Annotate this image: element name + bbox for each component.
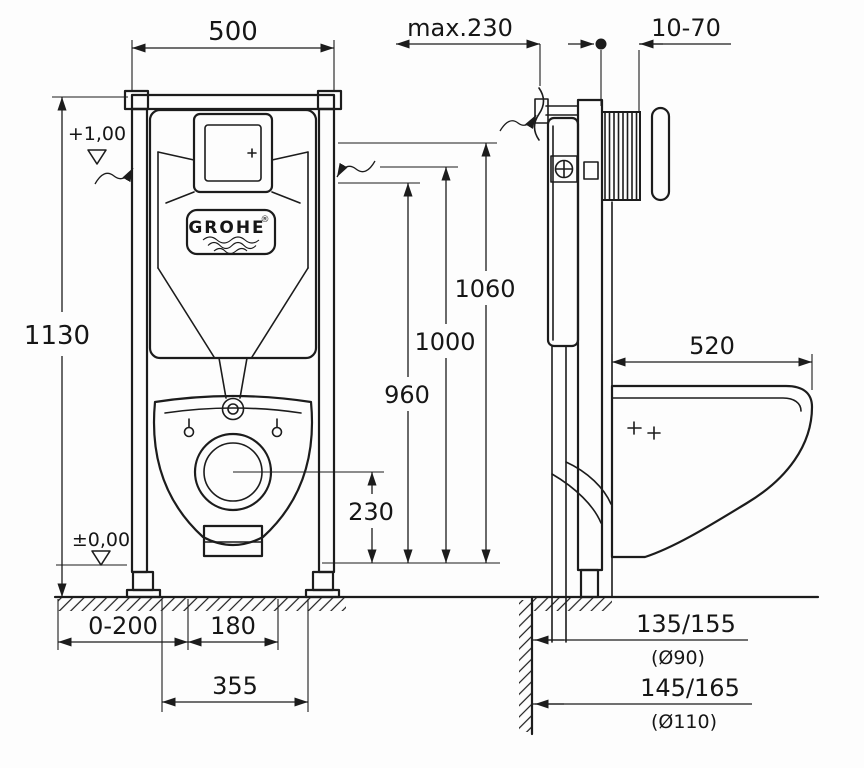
dim-width-500: 500 xyxy=(131,17,335,90)
dim-height-1130: 1130 xyxy=(24,96,128,597)
dim-feet-label: 0-200 xyxy=(88,612,158,640)
level-triangle-icon xyxy=(91,550,111,566)
level-plus-100: +1,00 xyxy=(68,123,134,185)
brand-name: GROHE xyxy=(188,218,265,238)
frame-side-profile xyxy=(534,98,604,599)
dim-1060: 1060 xyxy=(338,142,516,563)
dim-outlet-110: 145/165 (Ø110) xyxy=(532,674,752,733)
dim-outlet-90-diameter: (Ø90) xyxy=(651,647,705,669)
dim-outlet-90-label: 135/155 xyxy=(636,610,736,638)
drain-connector xyxy=(202,524,264,558)
wall-hatch-icon xyxy=(519,600,532,732)
wall-section-below-floor xyxy=(519,595,534,736)
dim-1060-label: 1060 xyxy=(454,275,515,303)
grohe-logo: GROHE ® xyxy=(185,208,277,256)
actuator-capsule xyxy=(650,106,671,202)
dim-bolts-180: 180 xyxy=(188,599,279,650)
dim-height-label: 1130 xyxy=(24,321,90,351)
flush-plate xyxy=(192,112,274,194)
side-view: max.230 10-70 520 135/155 (Ø90) xyxy=(396,14,814,736)
dim-bolts-label: 180 xyxy=(210,612,256,640)
mounting-bolt-right xyxy=(271,426,283,438)
level-zero-label: ±0,00 xyxy=(72,529,130,551)
wall-bracket xyxy=(534,98,549,124)
flush-and-drain-pipes xyxy=(551,345,612,643)
mounting-bolt-left xyxy=(183,426,195,438)
bowl-side-profile xyxy=(610,384,814,559)
dim-wall-finish: 10-70 xyxy=(568,14,731,112)
dim-max-depth-label: max.230 xyxy=(407,14,513,42)
level-triangle-icon xyxy=(87,149,107,165)
wall-break-arrow-icon xyxy=(499,114,537,132)
dim-rails-355: 355 xyxy=(161,599,309,712)
dim-960: 960 xyxy=(338,182,430,563)
dim-outlet-90: 135/155 (Ø90) xyxy=(532,610,748,669)
wall-break-arrow-left-icon xyxy=(94,167,134,185)
dim-bowl-520: 520 xyxy=(611,332,813,390)
level-zero: ±0,00 xyxy=(56,529,130,566)
dim-1000: 1000 xyxy=(380,166,476,563)
front-view: GROHE ® +1,00 xyxy=(24,17,820,712)
dim-rails-label: 355 xyxy=(212,672,258,700)
ground-hatch-icon xyxy=(58,598,346,611)
dim-wall-finish-label: 10-70 xyxy=(651,14,721,42)
bowl-outline-front xyxy=(152,394,314,558)
ground-hatch-icon xyxy=(532,598,612,611)
wall-break-arrow-right-icon xyxy=(336,160,376,178)
dim-bowl-label: 520 xyxy=(689,332,735,360)
dim-960-label: 960 xyxy=(384,381,430,409)
dim-feet-0-200: 0-200 xyxy=(57,599,189,650)
dim-outlet-110-label: 145/165 xyxy=(640,674,740,702)
cistern-side-profile xyxy=(546,116,599,348)
ground-line xyxy=(53,595,820,611)
fill-valve xyxy=(550,155,578,183)
cistern xyxy=(148,108,318,360)
dim-max-depth: max.230 xyxy=(396,14,541,86)
dim-230: 230 xyxy=(233,471,394,563)
flush-pipe-cover xyxy=(601,111,641,201)
wall-break-line-icon xyxy=(533,87,545,141)
wall-reference-dot-icon xyxy=(595,38,607,50)
dim-1000-label: 1000 xyxy=(414,328,475,356)
brand-registered-mark: ® xyxy=(261,215,270,225)
level-top-label: +1,00 xyxy=(68,123,126,145)
dim-230-label: 230 xyxy=(348,498,394,526)
dim-width-label: 500 xyxy=(208,17,258,47)
dim-outlet-110-diameter: (Ø110) xyxy=(651,711,717,733)
flush-bend xyxy=(218,357,248,421)
